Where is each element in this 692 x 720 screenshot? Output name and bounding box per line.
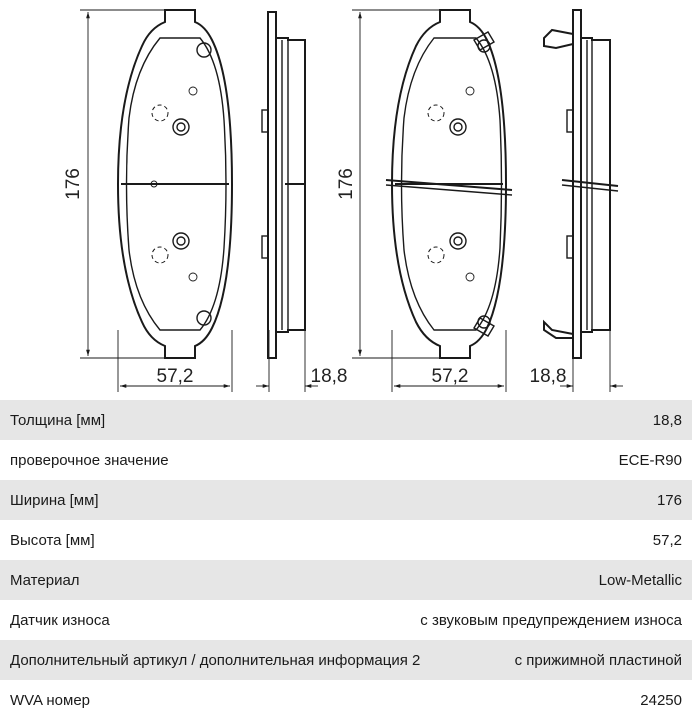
spec-row-wva-number: WVA номер 24250 [0,680,692,720]
spec-row-material: Материал Low-Metallic [0,560,692,600]
dim-front-height: 176 [63,168,84,200]
spec-label: Дополнительный артикул / дополнительная … [10,651,421,669]
pad-side-view-1 [256,11,318,392]
spec-value: 176 [656,491,682,509]
spec-value: с прижимной пластиной [514,651,682,669]
dim-front-width: 57,2 [157,366,194,387]
spec-value: ECE-R90 [618,451,682,469]
spec-row-test-mark: проверочное значение ECE-R90 [0,440,692,480]
dim-side2-thickness: 18,8 [530,366,567,387]
spec-row-additional-info: Дополнительный артикул / дополнительная … [0,640,692,680]
spec-label: Материал [10,571,80,589]
spec-row-width: Ширина [мм] 176 [0,480,692,520]
spec-label: Датчик износа [10,611,110,629]
spec-value: с звуковым предупреждением износа [420,611,682,629]
pad-front-view-2 [352,9,513,392]
dim-side-thickness: 18,8 [311,366,348,387]
pad-side-view-2 [543,9,623,392]
spec-value: 57,2 [652,531,682,549]
dim-front2-width: 57,2 [432,366,469,387]
spec-value: Low-Metallic [598,571,682,589]
dim-front2-height: 176 [336,168,357,200]
spec-label: WVA номер [10,691,91,709]
technical-drawing: 176 57,2 18,8 176 57,2 18,8 [63,9,623,392]
spec-label: Ширина [мм] [10,491,99,509]
spec-row-thickness: Толщина [мм] 18,8 [0,400,692,440]
spec-label: Высота [мм] [10,531,95,549]
spec-value: 18,8 [652,411,682,429]
spec-table: Толщина [мм] 18,8 проверочное значение E… [0,400,692,720]
spec-row-height: Высота [мм] 57,2 [0,520,692,560]
spec-value: 24250 [640,691,682,709]
spec-label: проверочное значение [10,451,169,469]
spec-row-wear-sensor: Датчик износа с звуковым предупреждением… [0,600,692,640]
spec-label: Толщина [мм] [10,411,106,429]
pad-front-view-1 [80,9,234,392]
